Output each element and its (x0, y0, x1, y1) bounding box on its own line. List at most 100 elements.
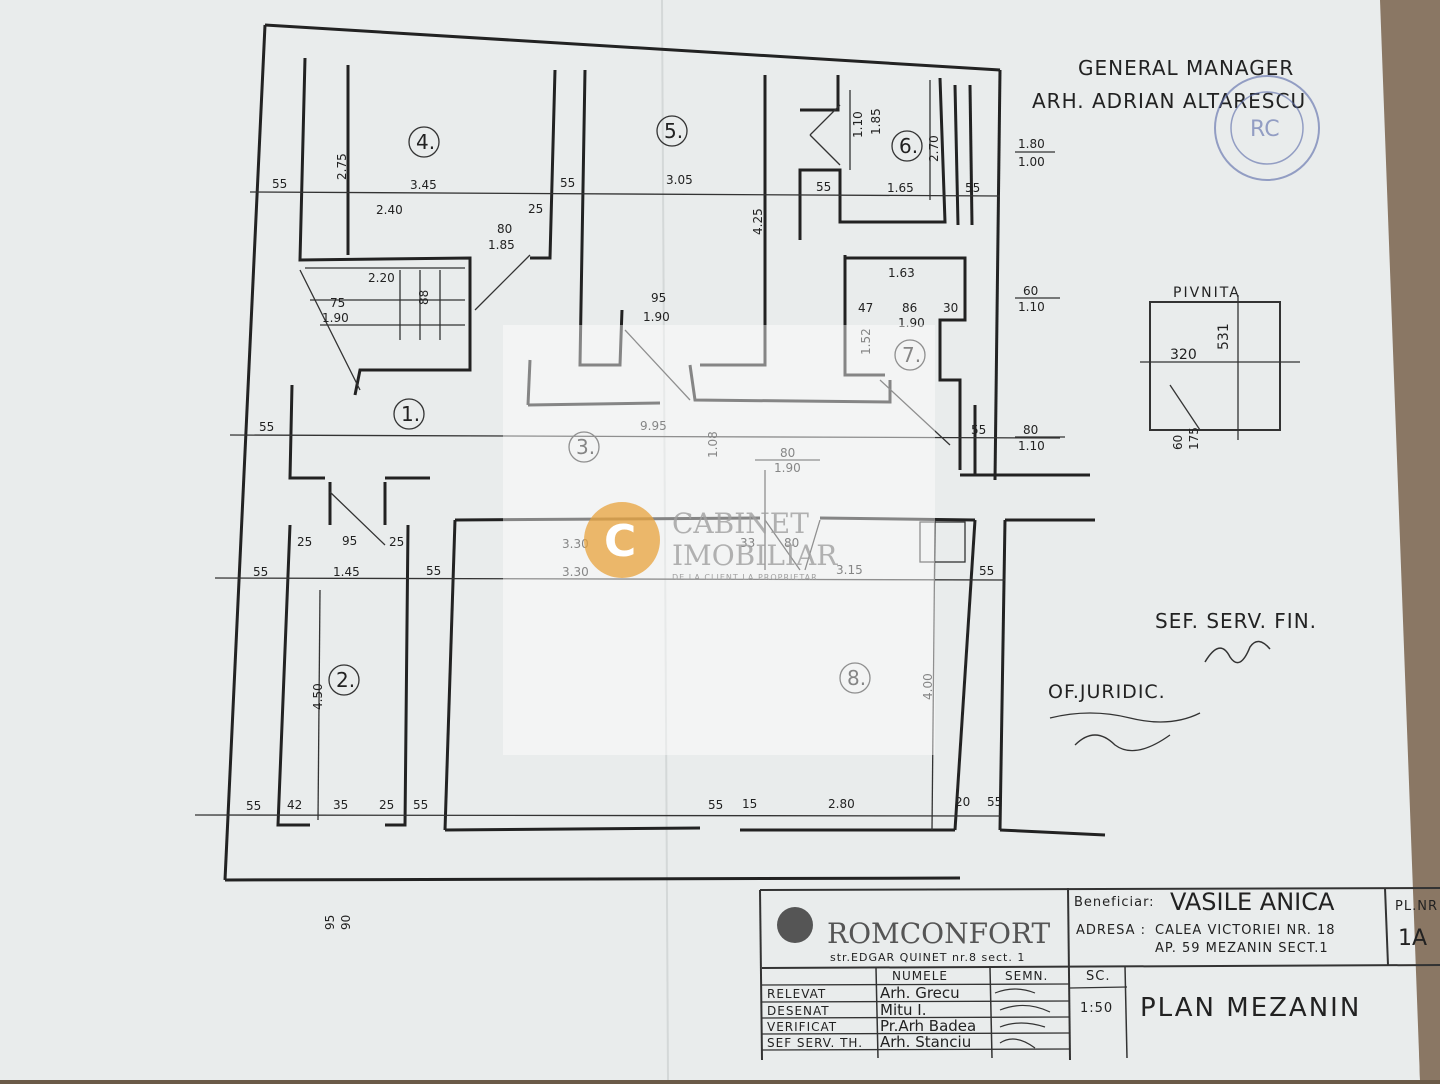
pl-nr-label: PL.NR (1395, 899, 1438, 914)
col-semn: SEMN. (1005, 969, 1048, 983)
dim-86: 86 (902, 301, 917, 315)
signature-fin (1204, 640, 1271, 664)
dim-2-40: 2.40 (376, 203, 403, 217)
dim-55: 55 (987, 795, 1002, 809)
of-juridic-label: OF.JURIDIC. (1048, 681, 1166, 703)
dim-2-20: 2.20 (368, 271, 395, 285)
pivnita-title: PIVNITA (1173, 285, 1241, 301)
dim-25: 25 (297, 535, 312, 549)
room-5: 5. (664, 119, 683, 143)
pivnita-height: 531 (1216, 323, 1232, 350)
pl-nr-value: 1A (1398, 926, 1427, 951)
dim-1-85: 1.85 (488, 238, 515, 252)
room-8: 8. (847, 666, 866, 690)
row-role: VERIFICAT (767, 1020, 837, 1034)
dim-80: 80 (780, 446, 795, 460)
dim-35: 35 (333, 798, 348, 812)
dim-1-65: 1.65 (887, 181, 914, 195)
dim-42: 42 (287, 798, 302, 812)
beneficiar-name: VASILE ANICA (1170, 888, 1335, 916)
company-name: ROMCONFORT (827, 917, 1051, 950)
dim-2-70: 2.70 (927, 135, 941, 162)
pivnita-dim-60: 60 (1171, 435, 1185, 450)
dim-1-90: 1.90 (643, 310, 670, 324)
dim-55: 55 (979, 564, 994, 578)
dim-55: 55 (272, 177, 287, 191)
dim-2-80: 2.80 (828, 797, 855, 811)
dim-55: 55 (426, 564, 441, 578)
dim-25: 25 (528, 202, 543, 216)
dim-95: 95 (342, 534, 357, 548)
stairs (299, 267, 465, 391)
row-role: DESENAT (767, 1004, 830, 1018)
watermark-logo-icon (584, 502, 660, 578)
room-7: 7. (902, 343, 921, 367)
adresa-line2: AP. 59 MEZANIN SECT.1 (1155, 941, 1329, 956)
room-labels: 4. 5. 6. 7. 1. 3. 2. 8. (328, 115, 926, 696)
dim-1-52: 1.52 (859, 328, 873, 355)
dim-1-08: 1.08 (706, 431, 720, 458)
watermark: C CABINET IMOBILIAR DE LA CLIENT LA PROP… (503, 325, 935, 755)
dim-1-63: 1.63 (888, 266, 915, 280)
title-block: ROMCONFORT str.EDGAR QUINET nr.8 sect. 1… (759, 887, 1440, 1061)
row-name: Arh. Grecu (880, 984, 960, 1002)
dim-55: 55 (246, 799, 261, 813)
dim-25: 25 (379, 798, 394, 812)
dim-15: 15 (742, 797, 757, 811)
dim-3-15: 3.15 (836, 563, 863, 577)
sc-value: 1:50 (1080, 1001, 1113, 1016)
dim-55: 55 (816, 180, 831, 194)
dim-60: 60 (1023, 284, 1038, 298)
dimension-lines (194, 80, 1065, 831)
dimension-labels: 55 3.45 55 3.05 55 1.65 55 2.75 2.40 25 … (246, 108, 1045, 930)
dim-3-45: 3.45 (410, 178, 437, 192)
dim-1-10: 1.10 (851, 111, 865, 138)
adresa-line1: CALEA VICTORIEI NR. 18 (1155, 923, 1336, 938)
dim-55: 55 (708, 798, 723, 812)
dim-75: 75 (330, 296, 345, 310)
dim-80: 80 (784, 536, 799, 550)
dim-30: 30 (943, 301, 958, 315)
watermark-brand-1: CABINET (672, 507, 809, 540)
dim-4-50: 4.50 (311, 683, 325, 710)
dim-90: 90 (339, 915, 353, 930)
dim-1-45: 1.45 (333, 565, 360, 579)
paper-shadow (1380, 0, 1440, 1080)
walls (223, 23, 1106, 882)
beneficiar-label: Beneficiar: (1074, 895, 1155, 910)
dim-9-95: 9.95 (640, 419, 667, 433)
row-role: SEF SERV. TH. (767, 1036, 863, 1050)
company-stamp: RC (1214, 75, 1320, 181)
dim-80: 80 (1023, 423, 1038, 437)
stamp-initials: RC (1250, 117, 1280, 142)
dim-55: 55 (413, 798, 428, 812)
signature-juridic (1049, 712, 1201, 752)
dim-88: 88 (417, 290, 431, 305)
door-swings (329, 104, 966, 571)
room-6: 6. (899, 134, 918, 158)
pivnita-dim-175: 175 (1187, 427, 1201, 450)
dim-47: 47 (858, 301, 873, 315)
dim-33: 33 (740, 536, 755, 550)
pivnita-width: 320 (1170, 347, 1197, 363)
pivnita-plan: PIVNITA 320 531 60 175 (1140, 285, 1300, 450)
dim-55: 55 (971, 423, 986, 437)
dim-1-10: 1.10 (1018, 439, 1045, 453)
watermark-tagline: DE LA CLIENT LA PROPRIETAR (672, 573, 818, 582)
adresa-label: ADRESA : (1076, 923, 1146, 938)
dim-55: 55 (965, 181, 980, 195)
dim-1-90: 1.90 (774, 461, 801, 475)
watermark-brand-2: IMOBILIAR (672, 539, 838, 572)
dim-55: 55 (259, 420, 274, 434)
paper-fold (661, 0, 669, 1081)
dim-3-30: 3.30 (562, 537, 589, 551)
dim-1-00: 1.00 (1018, 155, 1045, 169)
room-3: 3. (576, 435, 595, 459)
dim-1-10: 1.10 (1018, 300, 1045, 314)
dim-3-05: 3.05 (666, 173, 693, 187)
row-role: RELEVAT (767, 987, 826, 1001)
dim-4-00: 4.00 (921, 673, 935, 700)
